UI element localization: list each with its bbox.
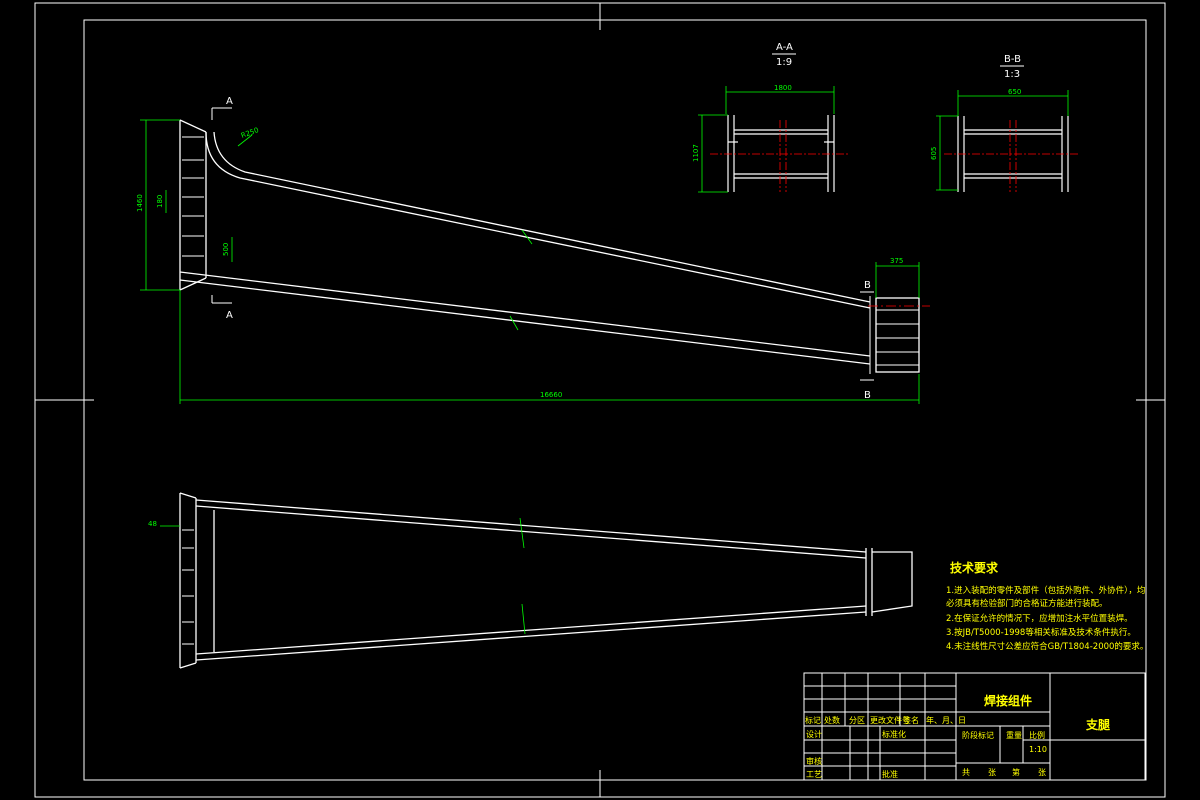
tech-requirement-line: 3.按JB/T5000-1998等相关标准及技术条件执行。 [946, 628, 1136, 638]
cut-a-bottom-label: A [226, 310, 233, 321]
sub-dim-1: 180 [156, 195, 164, 208]
left-height-dim: 1460 [136, 194, 144, 212]
section-aa-centerlines [710, 120, 850, 192]
sheets-unit-label: 张 [988, 768, 996, 777]
section-bb-centerlines [944, 120, 1080, 192]
standardization-label: 标准化 [882, 730, 906, 739]
sheet-number-label: 第 [1012, 768, 1020, 777]
cut-b-bottom-label: B [864, 390, 871, 401]
section-bb-height: 605 [930, 147, 938, 160]
header-date: 年、月、日 [926, 716, 966, 725]
process-label: 工艺 [806, 770, 822, 779]
header-mark: 标记 [805, 716, 821, 725]
radius-dim: R250 [240, 126, 260, 140]
ratio-label: 比例 [1029, 731, 1045, 740]
overall-length-dim: 16660 [540, 391, 562, 399]
header-count: 处数 [824, 716, 840, 725]
sub-dim-2: 500 [222, 243, 230, 256]
section-bb-scale: 1:3 [1004, 69, 1020, 80]
section-aa-scale: 1:9 [776, 57, 792, 68]
design-label: 设计 [806, 730, 822, 739]
tech-requirement-line: 4.未注线性尺寸公差应符合GB/T1804-2000的要求。 [946, 642, 1149, 652]
end-width-dim: 375 [890, 257, 903, 265]
tech-requirement-line: 1.进入装配的零件及部件（包括外购件、外协件），均 [946, 586, 1146, 596]
plan-view [179, 492, 913, 669]
review-label: 审核 [806, 757, 822, 766]
section-aa-title: A-A [776, 42, 793, 53]
section-bb-width: 650 [1008, 88, 1021, 96]
tech-requirements-title: 技术要求 [950, 561, 999, 575]
part-name: 焊接组件 [984, 694, 1033, 708]
weight-label: 重量 [1006, 731, 1022, 740]
header-zone: 分区 [849, 716, 865, 725]
header-sign: 签名 [903, 716, 919, 725]
section-arrows [211, 107, 874, 381]
stage-mark-label: 阶段标记 [962, 731, 994, 740]
section-aa-width: 1800 [774, 84, 792, 92]
tech-requirement-line: 2.在保证允许的情况下，应增加注水平位置装焊。 [946, 614, 1133, 624]
sheet-unit-label: 张 [1038, 768, 1046, 777]
drawing-name: 支腿 [1086, 718, 1111, 732]
center-marks [35, 3, 1165, 797]
elevation-view [179, 119, 920, 374]
header-change-doc: 更改文件号 [870, 716, 910, 725]
section-bb-title: B-B [1004, 54, 1021, 65]
section-bb-dims [936, 90, 1069, 191]
cut-a-top-label: A [226, 96, 233, 107]
section-aa-height: 1107 [692, 144, 700, 162]
sheets-total-label: 共 [962, 768, 970, 777]
cut-b-top-label: B [864, 280, 871, 291]
elevation-dimensions [140, 119, 920, 404]
ratio-value: 1:10 [1029, 745, 1047, 754]
section-aa-dims [698, 86, 835, 193]
plan-dimensions [160, 517, 526, 635]
title-block-grid [803, 672, 1146, 781]
tech-requirement-line: 必须具有检验部门的合格证方能进行装配。 [946, 599, 1108, 609]
section-aa-drawing [727, 115, 835, 192]
plan-left-dim: 48 [148, 520, 157, 528]
approve-label: 批准 [882, 770, 898, 779]
